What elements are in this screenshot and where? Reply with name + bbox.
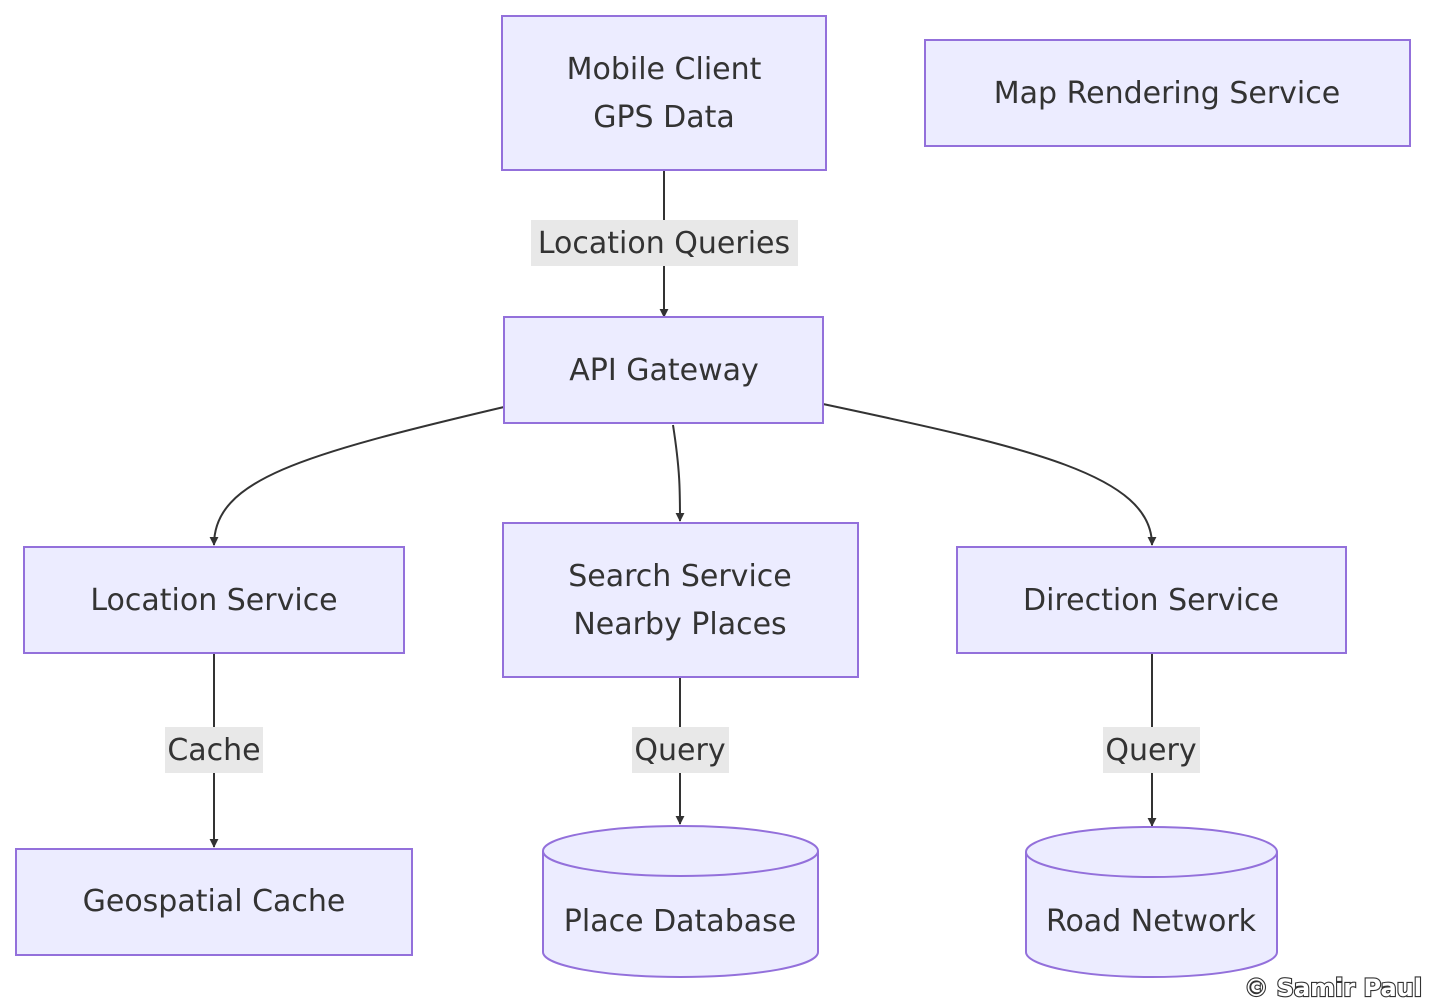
node-search-service: Search Service Nearby Places bbox=[502, 522, 859, 678]
svg-text:Search Service: Search Service bbox=[568, 559, 791, 594]
svg-text:Mobile Client: Mobile Client bbox=[567, 52, 762, 87]
edge-label-location-queries: Location Queries bbox=[531, 220, 798, 266]
node-road-network: Road Network bbox=[1025, 826, 1278, 978]
edge-gateway-to-location bbox=[209, 406, 505, 546]
edge-label-query-search: Query bbox=[632, 727, 729, 773]
edge-gateway-to-search bbox=[672, 424, 685, 522]
node-geospatial-cache: Geospatial Cache bbox=[15, 848, 413, 956]
svg-text:Geospatial Cache: Geospatial Cache bbox=[83, 884, 346, 919]
node-mobile-client: Mobile Client GPS Data bbox=[501, 15, 827, 171]
svg-text:GPS Data: GPS Data bbox=[593, 100, 735, 135]
svg-text:Map Rendering Service: Map Rendering Service bbox=[994, 76, 1340, 111]
svg-text:Location Queries: Location Queries bbox=[538, 226, 790, 261]
node-map-rendering-service: Map Rendering Service bbox=[924, 39, 1411, 147]
node-location-service: Location Service bbox=[23, 546, 405, 654]
node-place-database: Place Database bbox=[542, 825, 819, 978]
svg-text:Place Database: Place Database bbox=[564, 904, 796, 939]
edge-label-query-direction: Query bbox=[1103, 727, 1200, 773]
svg-text:Road Network: Road Network bbox=[1046, 904, 1257, 939]
svg-text:Nearby Places: Nearby Places bbox=[573, 607, 786, 642]
svg-text:API Gateway: API Gateway bbox=[569, 353, 759, 388]
svg-text:Location Service: Location Service bbox=[90, 583, 337, 618]
node-direction-service: Direction Service bbox=[956, 546, 1347, 654]
svg-text:Direction Service: Direction Service bbox=[1023, 583, 1279, 618]
edge-label-cache: Cache bbox=[165, 727, 263, 773]
watermark: © Samir Paul bbox=[1244, 974, 1422, 1002]
svg-text:Cache: Cache bbox=[167, 733, 260, 768]
svg-text:Query: Query bbox=[1105, 733, 1196, 768]
svg-text:Query: Query bbox=[634, 733, 725, 768]
edge-gateway-to-direction bbox=[822, 403, 1157, 546]
node-api-gateway: API Gateway bbox=[503, 316, 824, 424]
